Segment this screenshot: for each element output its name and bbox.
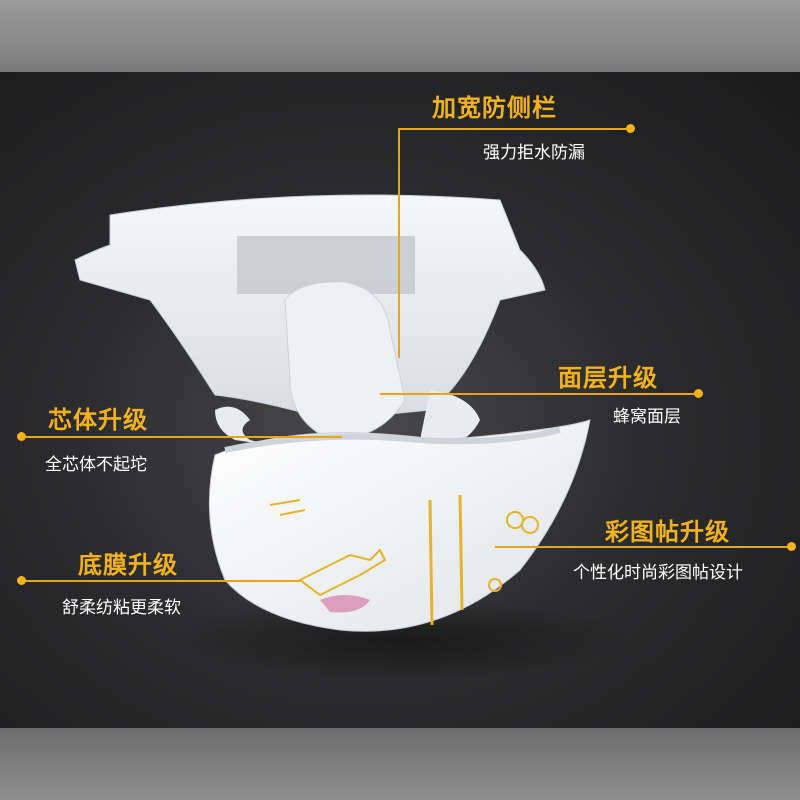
shadow (170, 600, 630, 680)
core-edge (224, 427, 561, 453)
leader-dot-side-barrier (626, 124, 635, 133)
callout-tape-title: 彩图帖升级 (605, 518, 730, 546)
leader-line-side-barrier-h (398, 128, 630, 130)
callout-side-barrier-subtitle: 强力拒水防漏 (483, 143, 585, 163)
callout-core: 芯体升级 (48, 400, 148, 435)
callout-top-layer-title: 面层升级 (558, 364, 658, 392)
leader-dot-top-layer (694, 389, 703, 398)
callout-tape-subtitle: 个性化时尚彩图帖设计 (573, 563, 743, 583)
callout-tape-sub-wrap: 个性化时尚彩图帖设计 (573, 558, 743, 583)
leader-dot-core (17, 432, 26, 441)
callout-tape: 彩图帖升级 (605, 512, 730, 547)
leader-dot-tape (787, 542, 796, 551)
callout-backsheet-sub-wrap: 舒柔纺粘更柔软 (62, 593, 181, 618)
front-panel (208, 419, 591, 632)
ruffle-left (215, 406, 270, 445)
print-motifs (269, 499, 539, 597)
stripe-2 (458, 494, 464, 611)
leader-line-core (22, 436, 342, 438)
bottom-band (0, 728, 800, 800)
inner-channel (284, 281, 406, 441)
callout-side-barrier-title: 加宽防侧栏 (432, 94, 557, 122)
callout-top-layer: 面层升级 (558, 358, 658, 393)
leader-dot-backsheet (17, 576, 26, 585)
ruffle-right (420, 390, 480, 445)
leader-line-tape (495, 546, 791, 548)
callout-backsheet-subtitle: 舒柔纺粘更柔软 (62, 598, 181, 618)
stripe-1 (428, 499, 434, 626)
top-band (0, 0, 800, 72)
leader-line-side-barrier (398, 128, 400, 358)
callout-side-barrier-sub-wrap: 强力拒水防漏 (483, 138, 585, 163)
callout-backsheet-title: 底膜升级 (78, 551, 178, 579)
pink-print (320, 595, 370, 613)
callout-core-sub-wrap: 全芯体不起坨 (45, 450, 147, 475)
callout-backsheet: 底膜升级 (78, 545, 178, 580)
callout-core-subtitle: 全芯体不起坨 (45, 455, 147, 475)
callout-core-title: 芯体升级 (48, 406, 148, 434)
leader-line-backsheet (22, 580, 300, 582)
leader-line-top-layer (380, 393, 698, 395)
callout-side-barrier: 加宽防侧栏 (432, 88, 557, 123)
callout-top-layer-subtitle: 蜂窝面层 (613, 407, 681, 427)
callout-top-layer-sub-wrap: 蜂窝面层 (613, 402, 681, 427)
